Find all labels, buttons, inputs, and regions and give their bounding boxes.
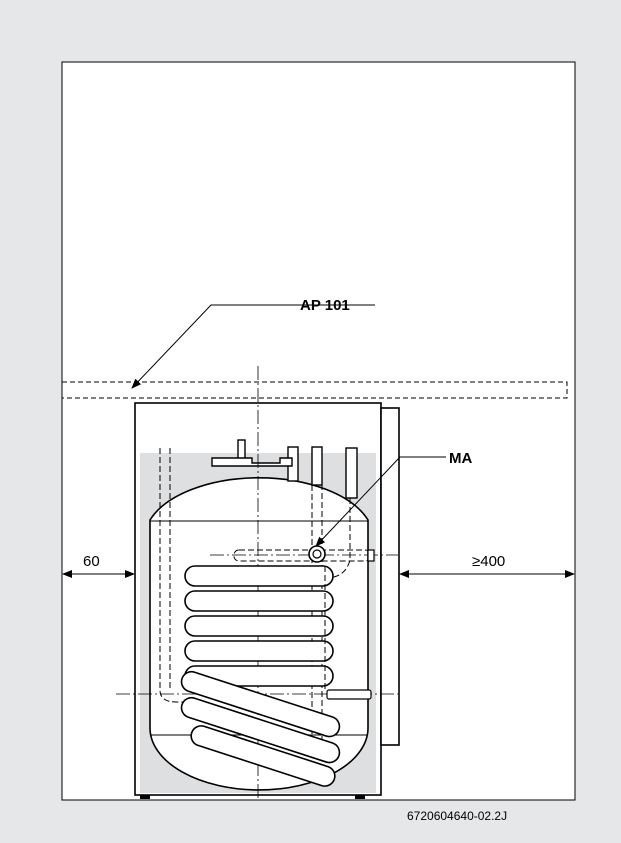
foot-right	[355, 795, 365, 799]
anode-marker	[308, 545, 326, 563]
clearance-right-label: ≥400	[472, 553, 505, 570]
anode-leader	[315, 456, 446, 547]
figure-code: 6720604640-02.2J	[407, 809, 507, 823]
accessory-outline	[61, 381, 568, 399]
heating-coil	[180, 565, 341, 787]
accessory-label: AP 101	[300, 297, 350, 314]
foot-left	[140, 795, 150, 799]
storage-cylinder	[116, 366, 400, 800]
fitting-upper	[367, 549, 375, 562]
clearance-left-label: 60	[83, 553, 100, 570]
anode-label: MA	[449, 450, 472, 467]
sensor-pocket	[326, 689, 372, 700]
side-panel	[380, 407, 400, 746]
accessory-leader	[131, 304, 375, 389]
top-connections	[211, 439, 358, 499]
